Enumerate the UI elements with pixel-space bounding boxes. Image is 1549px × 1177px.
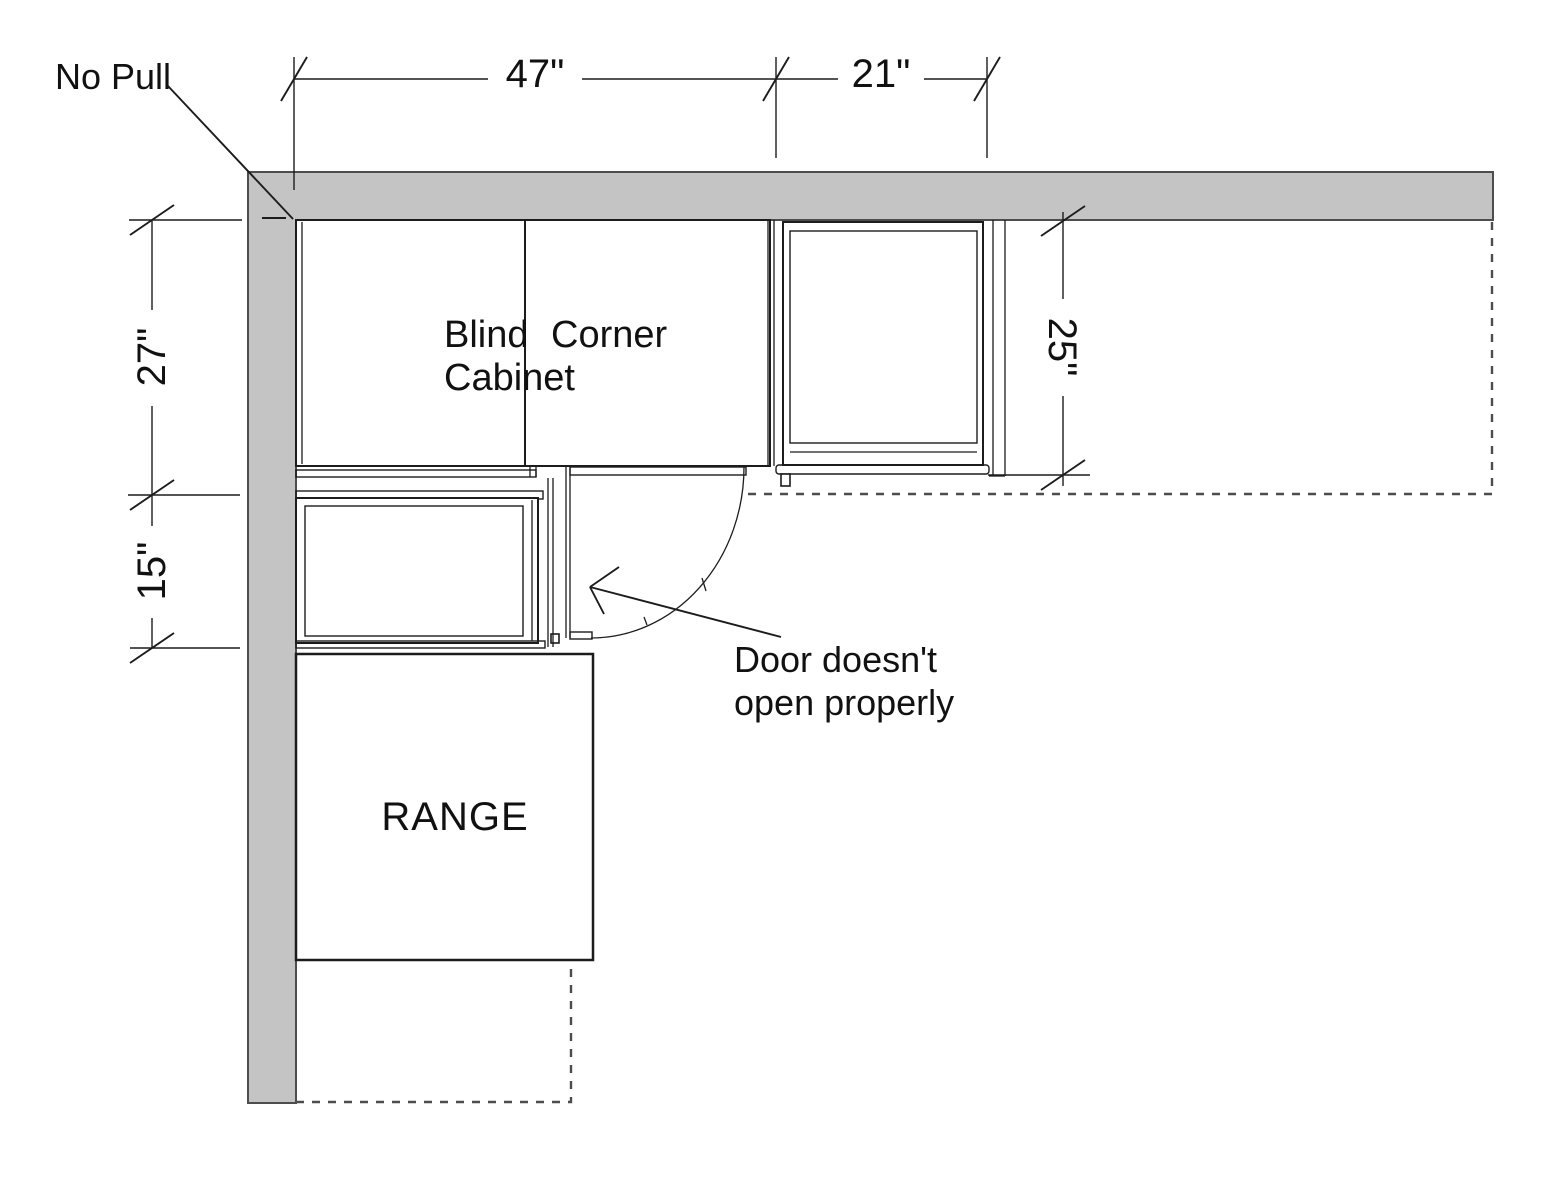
corner-cabinet: [547, 466, 747, 647]
blind-cabinet-label-line2: Cabinet: [444, 357, 575, 399]
dimension-tick: [973, 56, 1001, 102]
door-handle-mark: [643, 616, 648, 626]
dimension-21: 21": [852, 52, 911, 96]
cabinet-pull: [550, 633, 560, 644]
range-label: RANGE: [381, 795, 528, 839]
range-footprint-dashed: [296, 962, 573, 1104]
dimension-text-mask: [130, 310, 174, 406]
blind-cabinet-box: [295, 219, 771, 467]
door-note-line1: Door doesn't: [734, 639, 937, 680]
door-handle-mark: [701, 577, 707, 592]
door-note-arrowhead: [589, 566, 620, 588]
base-cabinet-21-door: [789, 230, 978, 444]
open-door-bottom: [569, 631, 593, 640]
range-box: [294, 652, 595, 962]
blind-cabinet-label-line1: Blind Corner: [444, 314, 668, 356]
no-pull-label: No Pull: [55, 56, 171, 97]
dimension-text-mask: [130, 526, 174, 618]
base-cabinet-15-door: [304, 505, 524, 637]
dimension-top: 47" 21": [280, 52, 1001, 190]
dimension-tick: [280, 56, 308, 102]
cabinet-pull: [780, 473, 791, 487]
base-cabinet-15: [295, 497, 560, 649]
door-note-line2: open properly: [734, 682, 954, 723]
base-cabinet-21-box: [782, 221, 984, 466]
door-note-arrowhead: [589, 586, 605, 615]
annotation-door-note: Door doesn't open properly: [589, 566, 954, 723]
no-pull-leader-line: [167, 85, 294, 220]
base-cabinet-15-box: [295, 497, 539, 644]
dimension-25: 25": [1040, 318, 1084, 377]
countertop-dashed-lines: [296, 222, 1494, 1104]
blind-cabinet-front-rail: [295, 469, 537, 478]
dimension-tick: [129, 479, 175, 511]
dimension-47: 47": [506, 52, 565, 96]
base-cabinet-15-toe-rail: [295, 640, 546, 649]
dimension-right: 25": [988, 205, 1090, 491]
annotation-no-pull: No Pull: [55, 56, 294, 220]
dimension-15: 15": [130, 542, 174, 601]
door-swing-arc: [590, 466, 745, 639]
base-cabinet-21-sill: [775, 464, 990, 475]
dimension-text-mask: [838, 54, 924, 96]
door-note-leader-line: [589, 586, 782, 638]
range: RANGE: [294, 652, 595, 962]
base-cabinet-21: [767, 220, 1006, 487]
dimension-tick: [129, 204, 175, 236]
dimension-tick: [1040, 205, 1086, 237]
corner-cabinet-front-rail: [569, 466, 747, 476]
dimension-27: 27": [130, 328, 174, 387]
dimension-left: 27" 15": [128, 204, 242, 664]
dimension-tick: [129, 632, 175, 664]
dimension-tick: [1040, 459, 1086, 491]
dimension-text-mask: [1040, 299, 1086, 396]
dimension-tick: [762, 56, 790, 102]
counter-outline-right: [748, 222, 1494, 496]
dimension-text-mask: [488, 54, 582, 96]
blind-corner-cabinet: Blind Corner Cabinet: [295, 219, 771, 500]
